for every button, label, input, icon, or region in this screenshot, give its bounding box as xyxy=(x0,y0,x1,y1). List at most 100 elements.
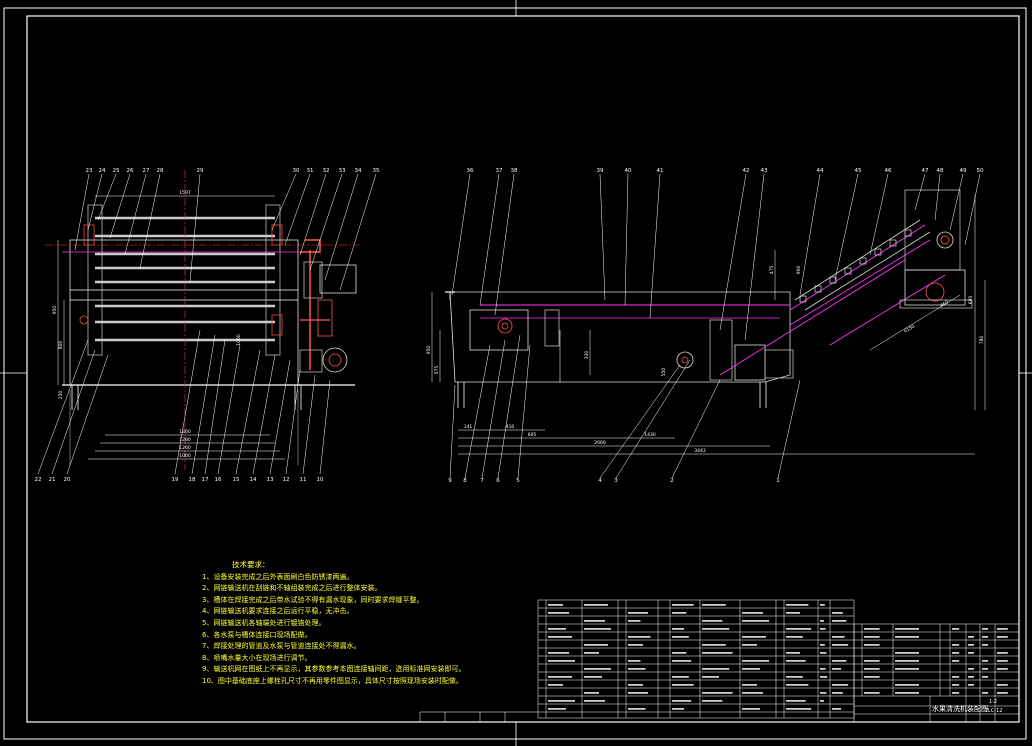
title-block-cell-mark xyxy=(864,644,880,646)
dimension-text: 800 xyxy=(58,341,64,350)
table-cell-mark xyxy=(628,612,648,614)
drawing-scale: 1:2 xyxy=(989,699,997,705)
table-cell-mark xyxy=(820,604,825,606)
table-cell-mark xyxy=(702,628,730,630)
callout-number: 37 xyxy=(496,168,503,174)
table-cell-mark xyxy=(584,700,605,702)
title-block-cell-mark xyxy=(952,628,960,630)
dimension-text: 1060 xyxy=(236,334,242,346)
dimension-text: 3443 xyxy=(694,448,706,454)
table-cell-mark xyxy=(832,612,843,614)
dimension-text: 410 xyxy=(506,424,515,430)
title-block-cell-mark xyxy=(982,636,988,638)
table-cell-mark xyxy=(672,612,687,614)
table-cell-mark xyxy=(786,636,803,638)
callout-number: 24 xyxy=(99,168,106,174)
table-cell-mark xyxy=(786,660,806,662)
tech-notes-title: 技术要求： xyxy=(232,560,270,569)
title-block-cell-mark xyxy=(997,636,1008,638)
table-cell-mark xyxy=(820,652,827,654)
table-cell-mark xyxy=(628,684,643,686)
table-cell-mark xyxy=(786,684,809,686)
dimension-text: 1360 xyxy=(179,429,191,435)
callout-number: 42 xyxy=(743,168,750,174)
table-cell-mark xyxy=(548,684,563,686)
table-cell-mark xyxy=(672,652,687,654)
tech-note-item: 1、设备安装完成之后外表面刷白色防锈漆两遍。 xyxy=(202,572,354,581)
dimension-text: 780 xyxy=(979,336,985,345)
dimension-text: 4150 xyxy=(903,324,916,335)
table-cell-mark xyxy=(548,652,569,654)
table-cell-mark xyxy=(702,668,730,670)
table-cell-mark xyxy=(628,620,641,622)
parts-list-table xyxy=(419,599,855,722)
table-cell-mark xyxy=(628,644,643,646)
title-block-cell-mark xyxy=(968,684,974,686)
table-cell-mark xyxy=(742,636,766,638)
table-cell-mark xyxy=(832,620,847,622)
callout-number: 39 xyxy=(597,168,604,174)
tech-note-item: 3、槽体在焊接完成之后带水试验不得有漏水现象，同时要求焊缝平整。 xyxy=(202,595,424,604)
title-block-cell-mark xyxy=(982,692,988,694)
callout-number: 5 xyxy=(516,478,520,484)
table-cell-mark xyxy=(786,700,806,702)
title-block-cell-mark xyxy=(982,644,988,646)
table-cell-mark xyxy=(742,684,757,686)
callout-number: 8 xyxy=(463,478,467,484)
title-block-entries xyxy=(864,628,1008,694)
table-cell-mark xyxy=(584,620,605,622)
title-block-cell-mark xyxy=(864,692,880,694)
title-block-cell-mark xyxy=(997,692,1008,694)
table-cell-mark xyxy=(548,636,572,638)
dimension-text: 460 xyxy=(939,299,950,309)
title-block-cell-mark xyxy=(864,668,880,670)
table-cell-mark xyxy=(584,628,611,630)
table-cell-mark xyxy=(702,652,733,654)
table-cell-mark xyxy=(820,620,824,622)
table-cell-mark xyxy=(742,644,757,646)
dimension-text: 1597 xyxy=(179,190,191,196)
table-cell-mark xyxy=(832,636,845,638)
table-cell-mark xyxy=(672,708,684,710)
table-cell-mark xyxy=(742,708,760,710)
tech-note-item: 9、输送机网在图纸上不再显示，其参数参考本图连接轴间距，选用标准网安装即可。 xyxy=(202,665,466,674)
title-block-cell-mark xyxy=(864,676,880,678)
callout-number: 3 xyxy=(614,478,618,484)
title-block-cell-mark xyxy=(982,628,988,630)
table-cell-mark xyxy=(628,636,651,638)
title-block-cell-mark xyxy=(997,628,1008,630)
callout-number: 47 xyxy=(922,168,929,174)
table-cell-mark xyxy=(742,620,769,622)
title-block-cell-mark xyxy=(997,684,1008,686)
table-cell-mark xyxy=(702,700,723,702)
title-block-cell-mark xyxy=(895,628,919,630)
title-block-cell-mark xyxy=(952,660,960,662)
title-block-cell-mark xyxy=(895,636,919,638)
dimension-text: 950 xyxy=(426,346,432,355)
callout-number: 38 xyxy=(511,168,518,174)
table-cell-mark xyxy=(628,708,646,710)
title-block-cell-mark xyxy=(895,660,919,662)
drawing-title: 水果清洗机装配图 xyxy=(932,704,988,713)
table-cell-mark xyxy=(548,604,563,606)
callout-number: 1 xyxy=(776,478,780,484)
table-cell-mark xyxy=(584,652,599,654)
table-cell-mark xyxy=(786,628,812,630)
table-cell-mark xyxy=(702,644,726,646)
table-cell-mark xyxy=(742,660,769,662)
callout-number: 34 xyxy=(355,168,362,174)
callout-number: 44 xyxy=(817,168,824,174)
callout-number: 46 xyxy=(885,168,892,174)
table-cell-mark xyxy=(702,692,733,694)
title-block-cell-mark xyxy=(982,668,988,670)
table-cell-mark xyxy=(548,676,572,678)
table-cell-mark xyxy=(672,660,692,662)
table-cell-mark xyxy=(584,668,611,670)
dimension-text: 141 xyxy=(464,424,473,430)
dimension-text: 1430 xyxy=(644,432,656,438)
table-cell-mark xyxy=(628,692,648,694)
title-block-cell-mark xyxy=(895,652,919,654)
callout-number: 11 xyxy=(300,477,307,483)
title-block-cell-mark xyxy=(968,636,974,638)
